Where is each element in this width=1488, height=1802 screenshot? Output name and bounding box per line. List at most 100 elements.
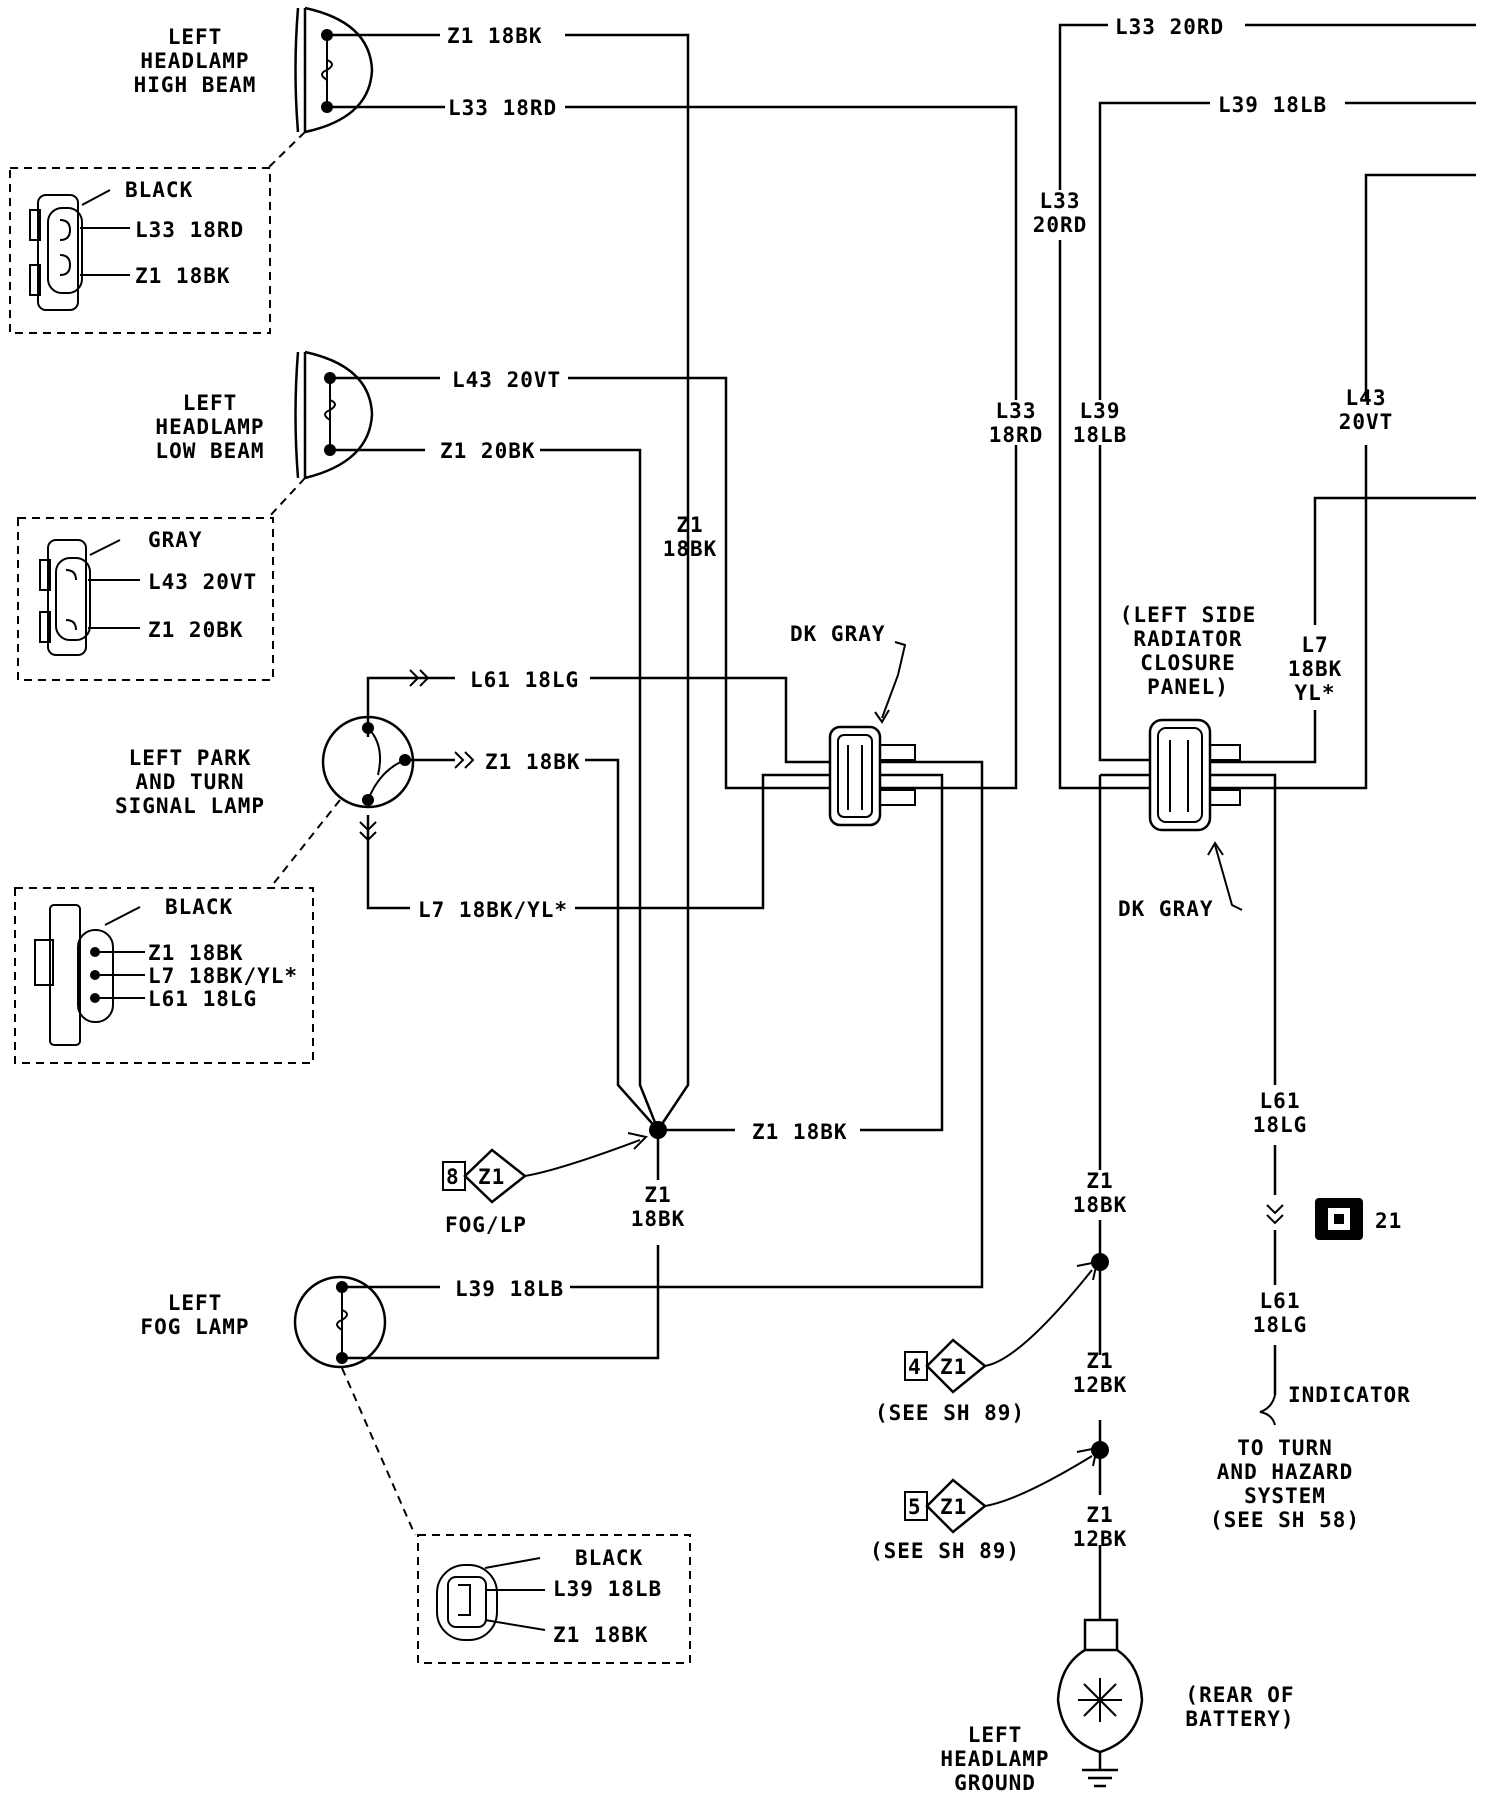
pt-conn-pin-3: L61 18LG: [148, 987, 257, 1011]
center-conn-color: DK GRAY: [790, 622, 886, 646]
wire-paths-left: [327, 33, 1018, 1360]
hb-conn-pin-1: L33 18RD: [135, 218, 244, 242]
pt-l61-label: L61 18LG: [470, 668, 579, 692]
fog-l39-label: L39 18LB: [455, 1277, 564, 1301]
v-l7-label: L7 18BK YL*: [1288, 633, 1343, 705]
park-turn-label-1: LEFT PARK: [129, 746, 252, 770]
z1-12bk-a-label: Z1 12BK: [1073, 1349, 1128, 1397]
main-splice: [649, 1121, 667, 1139]
v-l61-a-label: L61 18LG: [1253, 1089, 1308, 1137]
pt-z1-label: Z1 18BK: [485, 750, 581, 774]
v-l61-b-1: L61: [1260, 1289, 1301, 1313]
lb-z1-label: Z1 20BK: [440, 439, 536, 463]
ground-label-3: GROUND: [954, 1771, 1036, 1795]
sh89-b-num: 5: [908, 1495, 922, 1519]
high-beam-label-2: HEADLAMP: [140, 49, 249, 73]
hb-z1-label: Z1 18BK: [447, 24, 543, 48]
sh89-reference-a[interactable]: 4 Z1 (SEE SH 89): [875, 1260, 1099, 1425]
top-l33-label: L33 20RD: [1115, 15, 1224, 39]
turn-hazard-4: (SEE SH 58): [1210, 1508, 1360, 1532]
low-beam-label-1: LEFT: [183, 391, 238, 415]
vertical-z1-label: Z1 18BK: [663, 513, 718, 561]
v-l33-18rd-2: 18RD: [989, 423, 1044, 447]
high-beam-label-1: LEFT: [168, 25, 223, 49]
page-reference[interactable]: 21: [1315, 1198, 1402, 1240]
headlamp-ground: LEFT HEADLAMP GROUND (REAR OF BATTERY): [940, 1618, 1294, 1795]
park-turn-leader: [269, 799, 341, 889]
z1-18bk-right-label: Z1 18BK: [1073, 1169, 1128, 1217]
fog-conn-color: BLACK: [575, 1546, 643, 1570]
fog-conn-pin-2: Z1 18BK: [553, 1623, 649, 1647]
sh89-a-label: (SEE SH 89): [875, 1401, 1025, 1425]
radiator-connector: (LEFT SIDE RADIATOR CLOSURE PANEL) DK GR…: [1118, 603, 1255, 921]
v-l39-18lb-2: 18LB: [1073, 423, 1128, 447]
ground-splice-2: [1091, 1441, 1109, 1459]
gnd-z1-a-2: 18BK: [1073, 1193, 1128, 1217]
v-l39-18lb-1: L39: [1080, 399, 1121, 423]
pt-conn-pin-1: Z1 18BK: [148, 941, 244, 965]
sh89-b-code: Z1: [940, 1495, 967, 1519]
l61-inline-connector: [1266, 1204, 1284, 1225]
park-turn-label-3: SIGNAL LAMP: [115, 794, 265, 818]
sh89-reference-b[interactable]: 5 Z1 (SEE SH 89): [870, 1446, 1099, 1563]
fog-lp-code: Z1: [478, 1165, 505, 1189]
rad-panel-4: PANEL): [1147, 675, 1229, 699]
gnd-z1-a-1: Z1: [1086, 1169, 1113, 1193]
page-ref-num: 21: [1375, 1209, 1402, 1233]
battery-label-1: (REAR OF: [1185, 1683, 1294, 1707]
z1-under-splice-label: Z1 18BK: [631, 1183, 686, 1231]
v-l33-20rd-1: L33: [1040, 189, 1081, 213]
top-l39-label: L39 18LB: [1218, 93, 1327, 117]
fog-lamp-leader: [341, 1367, 416, 1536]
v-l7-2: 18BK: [1288, 657, 1343, 681]
rad-panel-2: RADIATOR: [1133, 627, 1242, 651]
gnd-z1-c-2: 12BK: [1073, 1527, 1128, 1551]
turn-hazard-label: TO TURN AND HAZARD SYSTEM (SEE SH 58): [1210, 1436, 1360, 1532]
indicator-label: INDICATOR: [1288, 1383, 1411, 1407]
high-beam-connector: BLACK L33 18RD Z1 18BK: [9, 167, 271, 334]
low-beam-label-2: HEADLAMP: [155, 415, 264, 439]
fog-conn-pin-1: L39 18LB: [553, 1577, 662, 1601]
v-l43-20vt-1: L43: [1346, 386, 1387, 410]
lb-conn-pin-2: Z1 20BK: [148, 618, 244, 642]
rad-conn-color: DK GRAY: [1118, 897, 1214, 921]
lb-conn-pin-1: L43 20VT: [148, 570, 257, 594]
fog-lamp-label-1: LEFT: [168, 1291, 223, 1315]
indicator-break: [1259, 1394, 1276, 1426]
pt-conn-pin-2: L7 18BK/YL*: [148, 964, 298, 988]
fog-lamp-connector: BLACK L39 18LB Z1 18BK: [417, 1534, 691, 1664]
gnd-z1-b-1: Z1: [1086, 1349, 1113, 1373]
v-l61-a-2: 18LG: [1253, 1113, 1308, 1137]
gnd-z1-b-2: 12BK: [1073, 1373, 1128, 1397]
low-beam-headlamp: LEFT HEADLAMP LOW BEAM: [155, 350, 374, 480]
v-z1-line-2: 18BK: [663, 537, 718, 561]
hb-conn-pin-2: Z1 18BK: [135, 264, 231, 288]
sh89-a-num: 4: [908, 1355, 922, 1379]
high-beam-headlamp: LEFT HEADLAMP HIGH BEAM: [134, 6, 374, 134]
z1-under-1: Z1: [644, 1183, 671, 1207]
lb-l43-label: L43 20VT: [452, 368, 561, 392]
v-l33-18rd-label: L33 18RD: [989, 399, 1044, 447]
low-beam-connector: GRAY L43 20VT Z1 20BK: [17, 517, 274, 681]
sh89-a-code: Z1: [940, 1355, 967, 1379]
v-l43-20vt-label: L43 20VT: [1339, 386, 1394, 434]
low-beam-label-3: LOW BEAM: [155, 439, 264, 463]
turn-hazard-3: SYSTEM: [1244, 1484, 1326, 1508]
high-beam-leader: [267, 131, 306, 169]
v-l43-20vt-2: 20VT: [1339, 410, 1394, 434]
fog-lp-num: 8: [446, 1165, 460, 1189]
turn-hazard-2: AND HAZARD: [1217, 1460, 1353, 1484]
park-turn-label-2: AND TURN: [135, 770, 244, 794]
v-l39-18lb-label: L39 18LB: [1073, 399, 1128, 447]
sh89-b-label: (SEE SH 89): [870, 1539, 1020, 1563]
turn-hazard-1: TO TURN: [1237, 1436, 1333, 1460]
gnd-z1-c-1: Z1: [1086, 1503, 1113, 1527]
fog-lp-reference[interactable]: 8 Z1 FOG/LP: [442, 1132, 648, 1237]
fog-lamp: LEFT FOG LAMP: [140, 1275, 387, 1369]
park-turn-lamp: LEFT PARK AND TURN SIGNAL LAMP: [115, 669, 475, 842]
center-connector: DK GRAY: [790, 622, 916, 827]
z1-under-2: 18BK: [631, 1207, 686, 1231]
v-l7-1: L7: [1301, 633, 1328, 657]
battery-label-2: BATTERY): [1185, 1707, 1294, 1731]
